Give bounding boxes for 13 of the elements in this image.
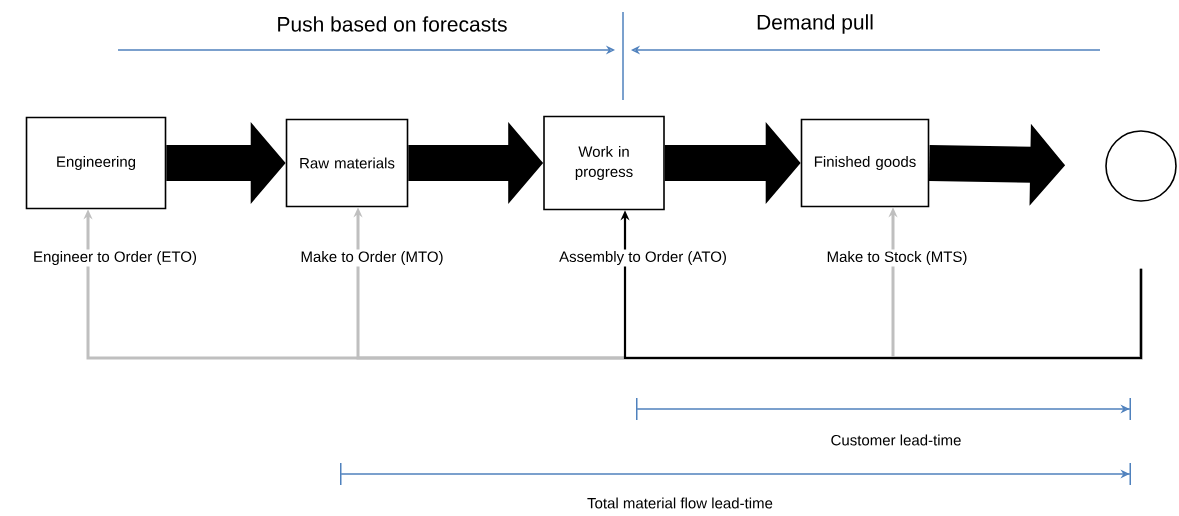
process-box: Engineering [25, 116, 167, 210]
process-box: Finished goods [800, 118, 930, 208]
edge-label: Engineer to Order (ETO) [31, 249, 199, 267]
edge-label: Assembly to Order (ATO) [557, 249, 729, 267]
process-box: Work in progress [543, 115, 665, 211]
dimension-label: Total material flow lead-time [587, 497, 773, 509]
process-box: Raw materials [285, 118, 409, 208]
heading: Push based on forecasts [278, 16, 507, 32]
dimension-label: Customer lead-time [831, 434, 961, 446]
edge-label: Make to Stock (MTS) [825, 249, 969, 267]
end-circle [1105, 130, 1177, 202]
heading: Demand pull [757, 14, 873, 34]
edge-label: Make to Order (MTO) [298, 249, 446, 267]
